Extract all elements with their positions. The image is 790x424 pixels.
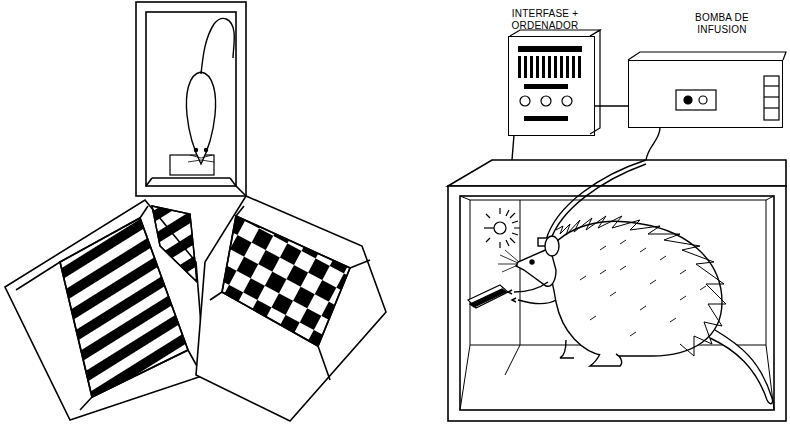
operant-chamber-part bbox=[505, 200, 520, 375]
computer-details-part bbox=[524, 116, 568, 121]
pump-box-outline bbox=[628, 60, 783, 128]
computer-details-part bbox=[562, 96, 572, 106]
maze-start-arm-part bbox=[152, 177, 230, 179]
computer-details-part bbox=[560, 56, 563, 78]
computer-details-part bbox=[572, 56, 575, 78]
computer-details-part bbox=[518, 46, 582, 52]
operant-rat-part bbox=[710, 330, 773, 404]
computer-details-part bbox=[542, 56, 545, 78]
computer-details-part bbox=[524, 56, 527, 78]
maze-right-arm-part bbox=[222, 216, 350, 346]
maze-rat-part bbox=[205, 149, 208, 152]
maze-start-arm bbox=[136, 2, 246, 196]
chamber-wires bbox=[512, 128, 660, 160]
maze-start-arm-part bbox=[146, 178, 152, 186]
operant-rat-part bbox=[498, 250, 519, 272]
maze-rat-part bbox=[201, 18, 234, 74]
computer-details-part bbox=[566, 56, 569, 78]
operant-rat-part bbox=[512, 298, 556, 304]
computer-details-part bbox=[590, 30, 600, 134]
maze-right-arm-part bbox=[236, 186, 246, 196]
computer-box: INTERFASE + ORDENADOR bbox=[505, 6, 602, 138]
maze-start-arm-part bbox=[146, 12, 236, 186]
computer-details-part bbox=[578, 56, 581, 78]
maze-rat-part bbox=[190, 155, 201, 158]
operant-chamber-part bbox=[460, 196, 774, 410]
operant-chamber-part bbox=[448, 186, 786, 421]
computer-details-part bbox=[518, 56, 521, 78]
cue-light-part bbox=[486, 208, 520, 248]
maze-start-arm-part bbox=[170, 155, 214, 175]
pump-details-part bbox=[764, 96, 779, 97]
response-lever-part bbox=[470, 289, 506, 307]
maze-left-arm-part bbox=[5, 200, 205, 420]
cable-line bbox=[595, 105, 628, 106]
pump-details-part bbox=[764, 76, 779, 120]
operant-rat-part bbox=[548, 221, 722, 356]
maze-start-arm-part bbox=[230, 178, 236, 186]
maze-start-arm-part bbox=[136, 2, 246, 196]
chamber-wires-part bbox=[646, 128, 660, 160]
maze-right-arm bbox=[196, 186, 386, 421]
maze-rat bbox=[186, 18, 234, 164]
pump-details-part bbox=[676, 90, 716, 110]
chamber-wires-part bbox=[512, 135, 514, 160]
operant-chamber bbox=[448, 160, 786, 421]
maze-rat-part bbox=[188, 160, 201, 162]
pump-details-part bbox=[764, 85, 779, 86]
computer-details-part bbox=[520, 96, 530, 106]
maze-right-arm-part bbox=[222, 216, 350, 346]
pump-details-part bbox=[764, 107, 779, 108]
maze-left-arm-part bbox=[16, 206, 198, 410]
maze-left-arm bbox=[5, 200, 205, 420]
computer-details-part bbox=[554, 56, 557, 78]
maze-right-arm-part bbox=[196, 196, 386, 421]
device-label: BOMBA DE INFUSION bbox=[687, 12, 757, 36]
response-lever-part bbox=[468, 285, 508, 308]
operant-chamber-part bbox=[448, 160, 786, 186]
device-label: INTERFASE + ORDENADOR bbox=[505, 8, 585, 32]
pump-box: BOMBA DE INFUSION bbox=[620, 4, 788, 130]
maze-rat-part bbox=[186, 72, 215, 164]
operant-rat-part bbox=[580, 240, 706, 336]
computer-details-part bbox=[541, 96, 551, 106]
pump-details bbox=[628, 52, 786, 120]
computer-details-part bbox=[536, 56, 539, 78]
operant-rat-part bbox=[560, 340, 574, 358]
computer-box-outline bbox=[508, 36, 595, 136]
operant-rat-part bbox=[545, 236, 559, 256]
maze-right-arm-part bbox=[210, 206, 370, 380]
operant-rat-part bbox=[590, 354, 622, 366]
maze-middle-panel-part bbox=[152, 206, 197, 282]
maze-middle-panel-part bbox=[152, 206, 197, 282]
pump-details-part bbox=[628, 52, 786, 60]
response-lever bbox=[468, 285, 508, 308]
computer-details bbox=[510, 30, 600, 134]
pump-details-part bbox=[684, 96, 692, 104]
maze-rat-part bbox=[201, 155, 212, 158]
operant-rat bbox=[498, 216, 773, 404]
computer-details-part bbox=[548, 56, 551, 78]
computer-details-part bbox=[518, 46, 582, 121]
computer-details-part bbox=[530, 56, 533, 78]
maze-rat-part bbox=[195, 149, 198, 152]
cue-light bbox=[484, 208, 520, 248]
operant-rat-part bbox=[530, 260, 534, 264]
computer-details-part bbox=[524, 84, 568, 89]
cue-light-part bbox=[484, 227, 494, 228]
operant-rat-part bbox=[556, 216, 726, 356]
operant-chamber-part bbox=[460, 196, 774, 410]
operant-rat-part bbox=[508, 282, 548, 294]
cue-light-part bbox=[494, 222, 506, 234]
maze-rat-part bbox=[201, 160, 214, 162]
maze-middle-panel bbox=[152, 206, 197, 282]
pump-details-part bbox=[699, 96, 707, 104]
